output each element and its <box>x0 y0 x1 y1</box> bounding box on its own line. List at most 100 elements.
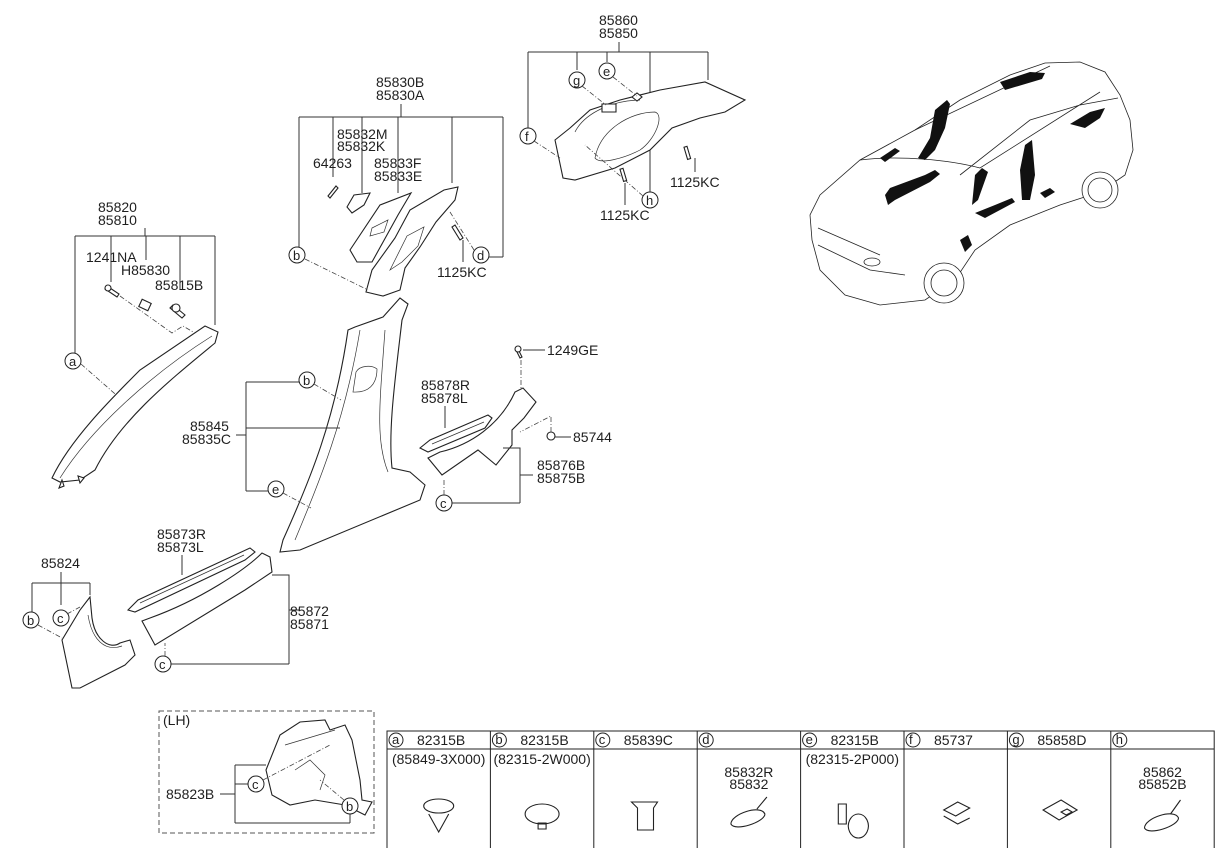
grip-handle-detail <box>369 219 389 237</box>
highlight-b-pillar-left <box>918 100 950 160</box>
part-label-85873l[interactable]: 85873L <box>157 539 204 555</box>
part-label-85873r[interactable]: 85873R <box>157 526 206 542</box>
legend-part-number[interactable]: 85858D <box>1037 732 1086 748</box>
clip-callout-f[interactable] <box>519 127 537 145</box>
clip-callout-a[interactable] <box>64 352 82 370</box>
clip-callout-h[interactable] <box>641 191 659 209</box>
part-label-85875b[interactable]: 85875B <box>537 470 585 486</box>
assembly-line <box>519 415 552 433</box>
part-label-h85830[interactable]: H85830 <box>121 262 170 278</box>
clip-callout-c[interactable] <box>52 609 70 627</box>
legend-reference-number: (85849-3X000) <box>392 751 485 767</box>
lh-cowl-trim[interactable] <box>265 719 373 816</box>
b-pillar-upper-trim[interactable] <box>365 186 459 297</box>
part-label-85878l[interactable]: 85878L <box>421 390 468 406</box>
clip-letter-b: b <box>27 613 34 628</box>
part-label-85823b[interactable]: 85823B <box>166 786 214 802</box>
legend-sub-part-number[interactable]: 85832 <box>729 776 768 792</box>
part-label-85835c[interactable]: 85835C <box>182 431 231 447</box>
part-label-1249ge[interactable]: 1249GE <box>547 342 598 358</box>
cover-part[interactable] <box>346 192 371 214</box>
headlight <box>863 257 881 267</box>
legend-part-number[interactable]: 82315B <box>520 732 568 748</box>
part-label-85832m[interactable]: 85832M <box>337 126 388 142</box>
legend-part-number[interactable]: 85737 <box>934 732 973 748</box>
legend-part-number[interactable]: 82315B <box>831 732 879 748</box>
clip-callout-b[interactable] <box>288 246 306 264</box>
part-label-85815b[interactable]: 85815B <box>155 277 203 293</box>
trim-edges <box>294 329 389 541</box>
part-label-85744[interactable]: 85744 <box>573 429 612 445</box>
part-label-85860[interactable]: 85860 <box>599 12 638 28</box>
front-scuff-trim[interactable] <box>141 552 273 646</box>
clip-callout-e[interactable] <box>267 480 285 498</box>
leader-lines <box>452 447 533 504</box>
part-label-85810[interactable]: 85810 <box>98 212 137 228</box>
part-label-85833f[interactable]: 85833F <box>374 155 421 171</box>
legend-reference-number: (82315-2W000) <box>493 751 590 767</box>
trim-edge <box>87 614 123 648</box>
legend-callout-c[interactable] <box>595 732 611 748</box>
legend-sub-part-number[interactable]: 85832R <box>724 764 773 780</box>
legend-sub-part-number[interactable]: 85852B <box>1138 776 1186 792</box>
legend-callout-e[interactable] <box>802 732 818 748</box>
legend-callout-b[interactable] <box>491 732 507 748</box>
part-label-85833e[interactable]: 85833E <box>374 168 422 184</box>
part-label-85830b[interactable]: 85830B <box>376 74 424 90</box>
a-pillar-group: 85820 85810 1241NA H85830 85815B a <box>51 199 219 489</box>
bolt-icon <box>451 224 464 241</box>
clip-callout-c[interactable] <box>154 655 172 673</box>
part-label-64263[interactable]: 64263 <box>313 155 352 171</box>
legend-part-number[interactable]: 85839C <box>624 732 673 748</box>
part-label-1125kc-lower[interactable]: 1125KC <box>600 207 650 223</box>
clip-callout-c[interactable] <box>247 775 265 793</box>
legend-part-number[interactable]: 82315B <box>417 732 465 748</box>
legend-part-glyph-g <box>1042 799 1079 821</box>
clip-callout-d[interactable] <box>472 246 490 264</box>
inset-title: (LH) <box>163 712 190 728</box>
part-label-1125kc-right[interactable]: 1125KC <box>670 174 720 190</box>
clip-callout-b[interactable] <box>298 371 316 389</box>
part-label-85871[interactable]: 85871 <box>290 616 329 632</box>
clip-callout-g[interactable] <box>568 71 586 89</box>
clip-callout-b[interactable] <box>341 797 359 815</box>
legend-callout-h[interactable] <box>1112 732 1128 748</box>
legend-letter-g: g <box>1012 732 1019 747</box>
a-pillar-trim[interactable] <box>51 325 219 483</box>
vehicle-illustration <box>809 61 1134 306</box>
part-label-85876b[interactable]: 85876B <box>537 457 585 473</box>
leader-lines <box>236 381 340 492</box>
legend-callout-a[interactable] <box>388 732 404 748</box>
part-label-1125kc[interactable]: 1125KC <box>437 264 487 280</box>
b-pillar-lower-trim[interactable] <box>279 297 426 553</box>
grip-handle-trim[interactable] <box>349 191 413 263</box>
legend-callout-g[interactable] <box>1008 732 1024 748</box>
part-label-1241na[interactable]: 1241NA <box>86 249 137 265</box>
clip-callout-e[interactable] <box>598 62 616 80</box>
part-label-85832k[interactable]: 85832K <box>337 138 386 154</box>
part-label-85824[interactable]: 85824 <box>41 555 80 571</box>
legend-callout-f[interactable] <box>905 732 921 748</box>
part-label-85872[interactable]: 85872 <box>290 603 329 619</box>
assembly-line <box>119 295 201 337</box>
clip-letter-c: c <box>252 777 259 792</box>
clip-icon <box>546 431 556 441</box>
clip-callout-b[interactable] <box>22 611 40 629</box>
b-pillar-upper-group: 85830B 85830A 85832M 85832K 64263 85833F… <box>288 74 504 297</box>
legend-part-glyph-a <box>423 798 455 834</box>
part-label-85878r[interactable]: 85878R <box>421 377 470 393</box>
cowl-side-trim[interactable] <box>61 595 136 689</box>
part-label-85820[interactable]: 85820 <box>98 199 137 215</box>
part-label-85830a[interactable]: 85830A <box>376 87 425 103</box>
legend-letter-f: f <box>909 732 913 747</box>
part-label-85850[interactable]: 85850 <box>599 25 638 41</box>
legend-callout-d[interactable] <box>698 732 714 748</box>
highlight-scuff-right <box>975 198 1015 218</box>
legend-part-glyph-f <box>942 801 971 825</box>
front-scuff-plate[interactable] <box>126 547 256 613</box>
highlight-a-pillar-right <box>972 168 988 205</box>
clip-letter-f: f <box>525 129 529 144</box>
legend-sub-part-number[interactable]: 85862 <box>1143 764 1182 780</box>
part-label-85845[interactable]: 85845 <box>190 418 229 434</box>
